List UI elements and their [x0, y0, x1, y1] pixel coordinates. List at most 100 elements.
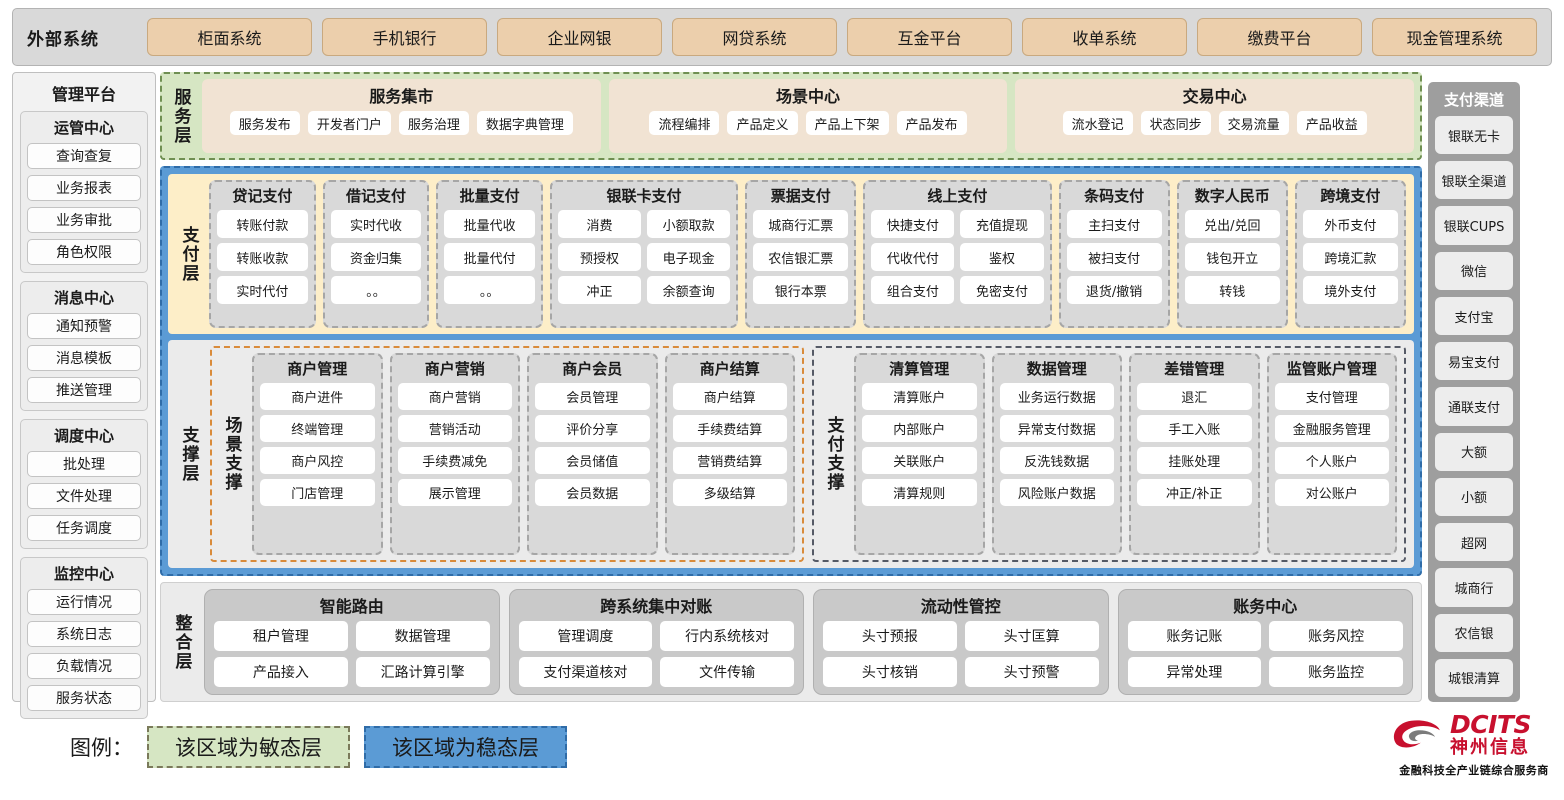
service-chip[interactable]: 产品发布 [896, 111, 967, 135]
scene-support-item[interactable]: 手续费结算 [672, 415, 787, 442]
payment-channel-item[interactable]: 农信银 [1435, 613, 1513, 652]
external-system-item[interactable]: 现金管理系统 [1372, 18, 1537, 56]
integration-item[interactable]: 头寸核销 [823, 657, 957, 687]
management-item[interactable]: 业务报表 [27, 175, 141, 201]
external-system-item[interactable]: 网贷系统 [672, 18, 837, 56]
integration-item[interactable]: 异常处理 [1127, 657, 1262, 687]
scene-support-item[interactable]: 会员管理 [535, 383, 650, 410]
payment-support-item[interactable]: 个人账户 [1274, 447, 1389, 474]
scene-support-item[interactable]: 终端管理 [260, 415, 375, 442]
payment-item[interactable]: 代收代付 [871, 243, 955, 271]
payment-support-item[interactable]: 业务运行数据 [999, 383, 1114, 410]
payment-support-item[interactable]: 手工入账 [1137, 415, 1252, 442]
payment-item[interactable]: 消费 [557, 210, 642, 238]
service-chip[interactable]: 产品上下架 [805, 111, 889, 135]
payment-item[interactable]: 鉴权 [960, 243, 1044, 271]
payment-item[interactable]: 外币支付 [1302, 210, 1399, 238]
payment-item[interactable]: 实时代付 [217, 276, 308, 304]
integration-item[interactable]: 账务风控 [1269, 621, 1403, 651]
scene-support-item[interactable]: 营销费结算 [672, 447, 787, 474]
scene-support-item[interactable]: 展示管理 [397, 479, 512, 506]
payment-channel-item[interactable]: 银联CUPS [1435, 206, 1513, 245]
payment-item[interactable]: 城商行汇票 [753, 210, 849, 238]
integration-item[interactable]: 账务监控 [1269, 657, 1403, 687]
management-item[interactable]: 任务调度 [27, 515, 141, 541]
service-chip[interactable]: 数据字典管理 [476, 111, 573, 135]
scene-support-item[interactable]: 会员储值 [535, 447, 650, 474]
payment-item[interactable]: 实时代收 [330, 210, 422, 238]
payment-item[interactable]: 农信银汇票 [753, 243, 849, 271]
payment-support-item[interactable]: 支付管理 [1274, 383, 1389, 410]
payment-item[interactable]: 境外支付 [1302, 276, 1399, 304]
scene-support-item[interactable]: 评价分享 [535, 415, 650, 442]
management-item[interactable]: 通知预警 [27, 313, 141, 339]
payment-item[interactable]: 预授权 [557, 243, 642, 271]
integration-item[interactable]: 产品接入 [214, 657, 348, 687]
payment-support-item[interactable]: 反洗钱数据 [999, 447, 1114, 474]
integration-item[interactable]: 头寸匡算 [964, 621, 1099, 651]
payment-channel-item[interactable]: 城商行 [1435, 568, 1513, 607]
payment-support-item[interactable]: 冲正/补正 [1137, 479, 1252, 506]
management-item[interactable]: 业务审批 [27, 207, 141, 233]
external-system-item[interactable]: 收单系统 [1022, 18, 1187, 56]
service-chip[interactable]: 状态同步 [1140, 111, 1211, 135]
payment-item[interactable]: 退货/撤销 [1066, 276, 1162, 304]
integration-item[interactable]: 数据管理 [355, 621, 490, 651]
scene-support-item[interactable]: 商户营销 [397, 383, 512, 410]
payment-item[interactable]: 银行本票 [753, 276, 849, 304]
service-chip[interactable]: 开发者门户 [307, 111, 391, 135]
payment-channel-item[interactable]: 通联支付 [1435, 387, 1513, 426]
payment-item[interactable]: 转钱 [1184, 276, 1280, 304]
service-chip[interactable]: 交易流量 [1218, 111, 1289, 135]
service-chip[interactable]: 服务治理 [398, 111, 469, 135]
external-system-item[interactable]: 柜面系统 [147, 18, 312, 56]
scene-support-item[interactable]: 会员数据 [535, 479, 650, 506]
payment-item[interactable]: 免密支付 [960, 276, 1044, 304]
scene-support-item[interactable]: 多级结算 [672, 479, 787, 506]
integration-item[interactable]: 头寸预警 [964, 657, 1099, 687]
payment-support-item[interactable]: 对公账户 [1274, 479, 1389, 506]
payment-channel-item[interactable]: 城银清算 [1435, 658, 1513, 698]
payment-item[interactable]: 余额查询 [647, 276, 731, 304]
management-item[interactable]: 角色权限 [27, 239, 141, 265]
service-chip[interactable]: 产品收益 [1296, 111, 1367, 135]
management-item[interactable]: 系统日志 [27, 621, 141, 647]
payment-channel-item[interactable]: 易宝支付 [1435, 342, 1513, 381]
external-system-item[interactable]: 手机银行 [322, 18, 487, 56]
payment-item[interactable]: 。。 [444, 276, 535, 304]
payment-item[interactable]: 充值提现 [960, 210, 1044, 238]
payment-channel-item[interactable]: 微信 [1435, 251, 1513, 290]
payment-support-item[interactable]: 异常支付数据 [999, 415, 1114, 442]
payment-support-item[interactable]: 挂账处理 [1137, 447, 1252, 474]
external-system-item[interactable]: 互金平台 [847, 18, 1012, 56]
payment-support-item[interactable]: 清算规则 [862, 479, 977, 506]
payment-item[interactable]: 钱包开立 [1184, 243, 1280, 271]
service-chip[interactable]: 产品定义 [727, 111, 798, 135]
scene-support-item[interactable]: 门店管理 [260, 479, 375, 506]
integration-item[interactable]: 文件传输 [660, 657, 794, 687]
payment-support-item[interactable]: 清算账户 [862, 383, 977, 410]
service-chip[interactable]: 服务发布 [229, 111, 300, 135]
payment-item[interactable]: 。。 [330, 276, 422, 304]
payment-channel-item[interactable]: 支付宝 [1435, 296, 1513, 336]
payment-support-item[interactable]: 风险账户数据 [999, 479, 1114, 506]
integration-item[interactable]: 头寸预报 [823, 621, 957, 651]
payment-item[interactable]: 电子现金 [647, 243, 731, 271]
payment-item[interactable]: 主扫支付 [1066, 210, 1162, 238]
management-item[interactable]: 查询查复 [27, 143, 141, 169]
payment-item[interactable]: 快捷支付 [871, 210, 955, 238]
payment-support-item[interactable]: 关联账户 [862, 447, 977, 474]
payment-item[interactable]: 批量代收 [444, 210, 535, 238]
payment-channel-item[interactable]: 小额 [1435, 477, 1513, 517]
payment-item[interactable]: 批量代付 [444, 243, 535, 271]
payment-support-item[interactable]: 金融服务管理 [1274, 415, 1389, 442]
scene-support-item[interactable]: 商户结算 [672, 383, 787, 410]
integration-item[interactable]: 行内系统核对 [660, 621, 794, 651]
payment-item[interactable]: 转账付款 [217, 210, 308, 238]
payment-support-item[interactable]: 内部账户 [862, 415, 977, 442]
payment-channel-item[interactable]: 超网 [1435, 523, 1513, 562]
integration-item[interactable]: 租户管理 [214, 621, 348, 651]
payment-channel-item[interactable]: 大额 [1435, 432, 1513, 471]
payment-item[interactable]: 兑出/兑回 [1184, 210, 1280, 238]
payment-item[interactable]: 资金归集 [330, 243, 422, 271]
